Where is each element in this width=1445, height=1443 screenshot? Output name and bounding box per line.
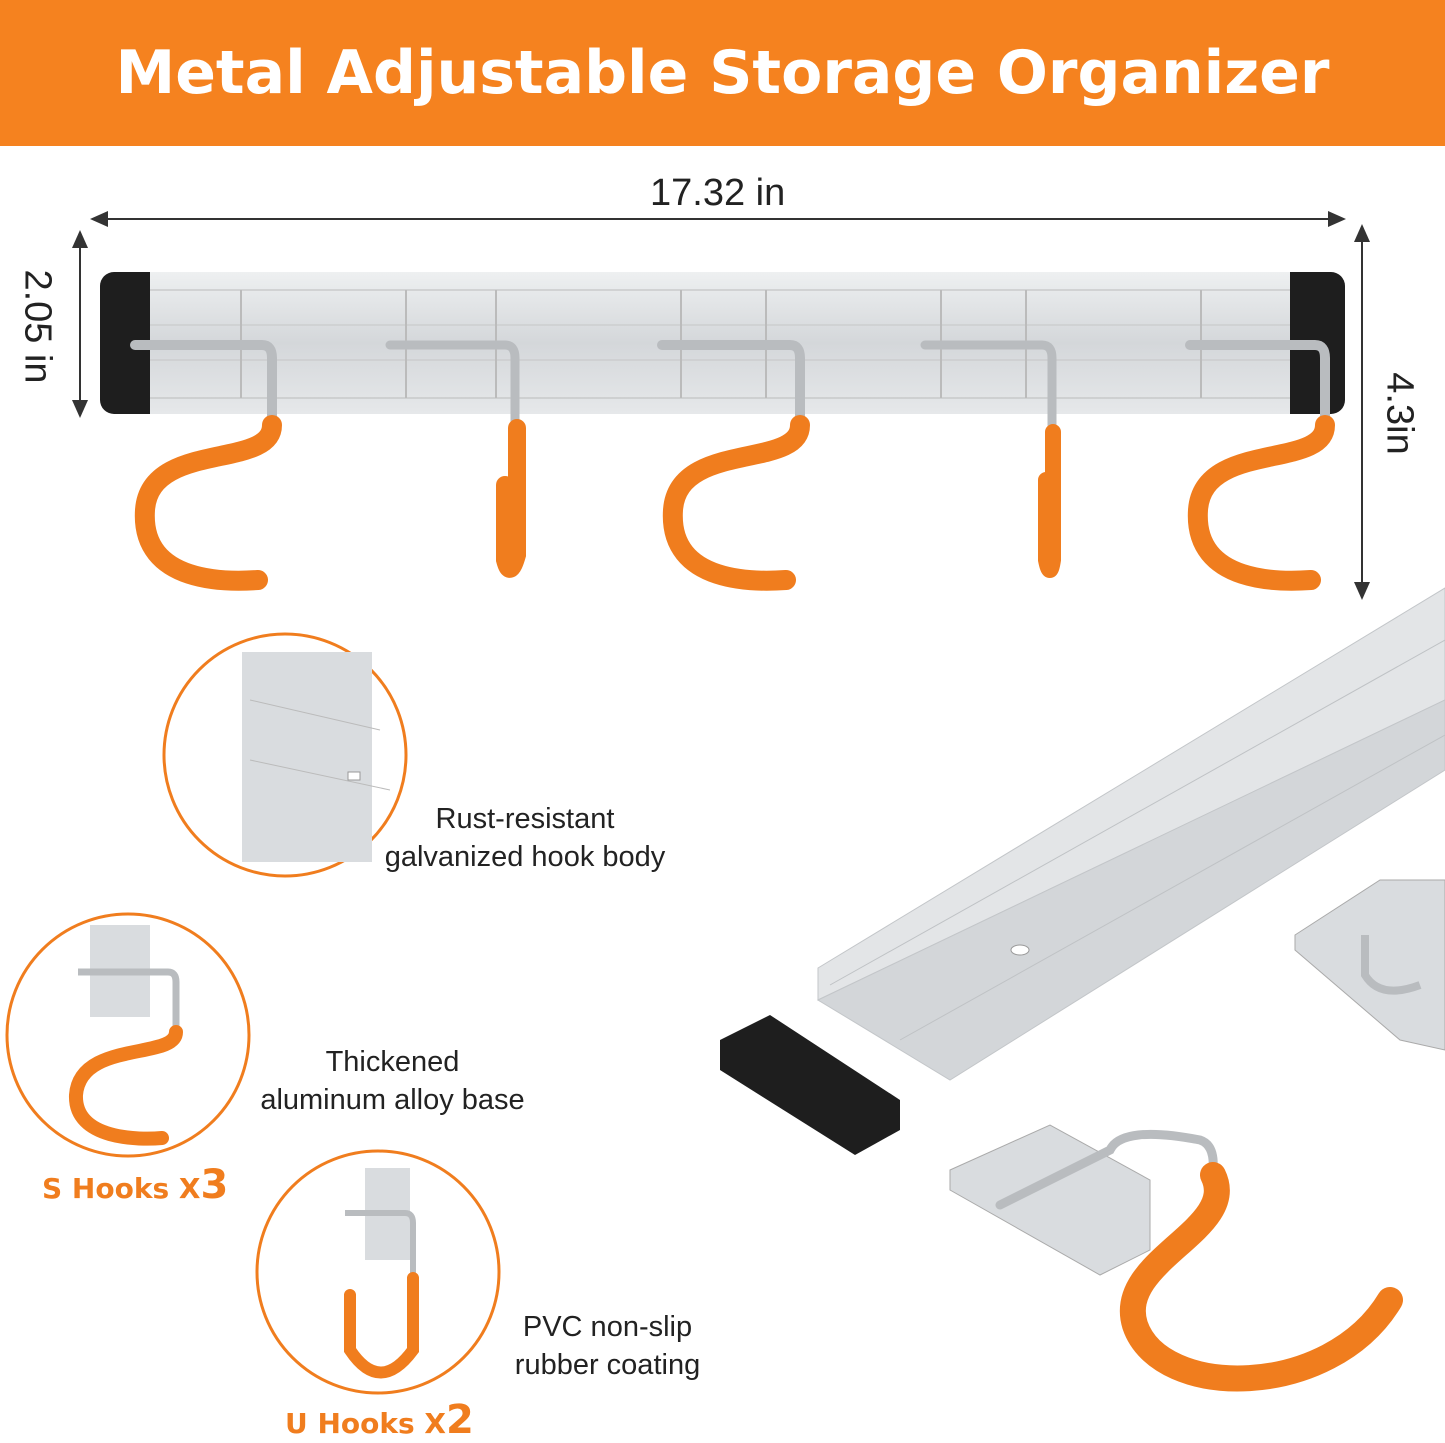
total-height-label: 4.3in: [1378, 372, 1421, 455]
end-cap: [720, 1015, 900, 1155]
s-hooks-qty: 3: [200, 1162, 229, 1208]
u-hooks-qty: 2: [446, 1397, 474, 1443]
u-hooks-count: U Hooks X2: [285, 1397, 474, 1443]
feature-line: PVC non-slip: [522, 1311, 693, 1343]
feature-galvanized: Rust-resistant galvanized hook body: [360, 800, 690, 876]
hook-s-1: [130, 340, 282, 591]
hook-s-3: [1185, 340, 1335, 591]
exploded-bracket-top: [1294, 879, 1445, 1051]
feature-line: galvanized hook body: [384, 841, 666, 873]
hook-u-1: [385, 340, 526, 578]
title-banner: Metal Adjustable Storage Organizer: [0, 0, 1445, 146]
exploded-s-hook: [949, 1124, 1403, 1392]
page-title: Metal Adjustable Storage Organizer: [115, 38, 1330, 108]
hook-u-2: [920, 340, 1061, 578]
feature-line: aluminum alloy base: [260, 1084, 525, 1116]
detail-s-hook-circle: [5, 912, 251, 1158]
hook-s-2: [657, 340, 810, 591]
detail-rail-circle: [162, 632, 408, 878]
rail-height-label: 2.05 in: [16, 269, 59, 384]
width-label: 17.32 in: [650, 172, 786, 214]
s-hooks-label: S Hooks X: [42, 1172, 201, 1205]
feature-line: Thickened: [325, 1046, 460, 1078]
exploded-rail: [816, 587, 1445, 1081]
feature-pvc: PVC non-slip rubber coating: [495, 1308, 720, 1384]
feature-line: Rust-resistant: [435, 803, 615, 835]
s-hooks-count: S Hooks X3: [42, 1162, 228, 1208]
feature-line: rubber coating: [514, 1349, 701, 1381]
detail-u-hook-circle: [255, 1149, 501, 1395]
u-hooks-label: U Hooks X: [285, 1407, 447, 1440]
feature-aluminum: Thickened aluminum alloy base: [235, 1043, 550, 1119]
